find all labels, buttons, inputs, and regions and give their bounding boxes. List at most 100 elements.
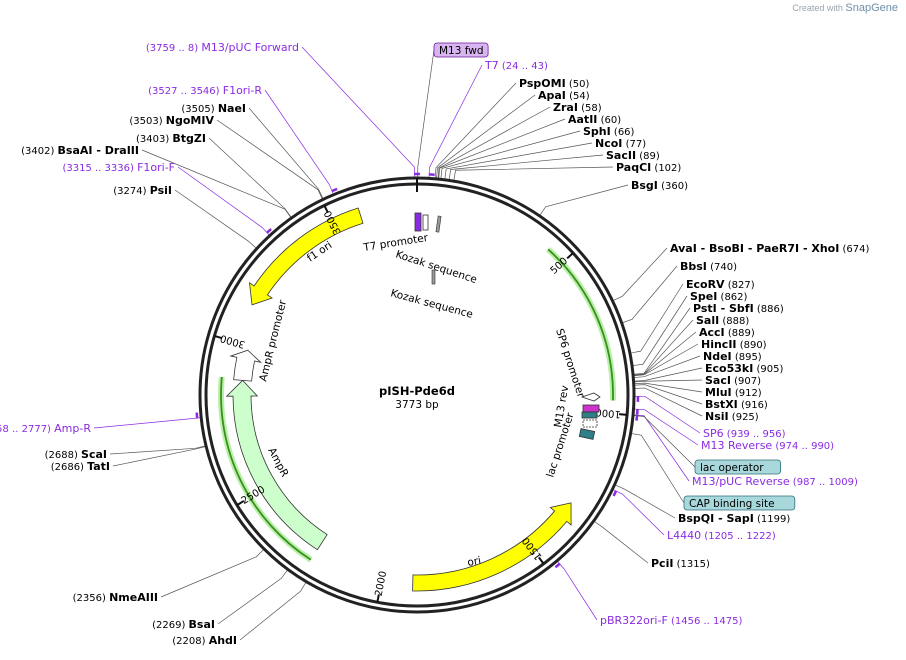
primer-name: SP6 xyxy=(703,427,724,440)
site-scai: (2688) ScaI xyxy=(45,448,107,461)
primer-mark-f1ori-r xyxy=(331,187,338,193)
site-name: SacI xyxy=(705,374,731,387)
site-aatii: AatII (60) xyxy=(568,113,621,126)
ori-label: ori xyxy=(466,555,482,569)
ampr-orf-arc xyxy=(220,376,312,561)
box-leader-m13-fwd xyxy=(417,49,435,178)
site-coord: (3403) xyxy=(136,134,172,145)
box-text: lac operator xyxy=(700,462,764,474)
site-ecorv: EcoRV (827) xyxy=(686,278,755,291)
kozak-sequence-label-2: Kozak sequence xyxy=(389,287,474,321)
leader-btgzi xyxy=(208,137,292,218)
site-acci: AccI (889) xyxy=(699,326,755,339)
site-name: - DraIII xyxy=(93,144,139,157)
credit: Created with SnapGene xyxy=(792,2,898,14)
primer-pbr322ori-f: pBR322ori-F (1456 .. 1475) xyxy=(600,614,742,627)
site-name: BstXI xyxy=(705,398,738,411)
primer-leader-sp6 xyxy=(634,396,701,434)
site-coord: (54) xyxy=(566,91,590,102)
site-coord: (2269) xyxy=(152,620,188,631)
leader-aatii xyxy=(438,118,566,179)
site-nmeaiii: (2356) NmeAIII xyxy=(73,591,158,604)
primer-name: T7 xyxy=(484,59,499,72)
site-coord: (89) xyxy=(636,151,660,162)
site-coord: (60) xyxy=(597,115,621,126)
primer-sp6: SP6 (939 .. 956) xyxy=(703,427,786,440)
site-pspomi: PspOMI (50) xyxy=(519,77,589,90)
primer-l4440: L4440 (1205 .. 1222) xyxy=(667,529,776,542)
snapgene-brand: SnapGene xyxy=(845,2,898,14)
t7-promoter-label: T7 promoter xyxy=(362,232,430,254)
features xyxy=(218,207,616,592)
leader-naei xyxy=(248,107,324,199)
leader-psti-sbfi xyxy=(633,307,691,375)
site-ahdi: (2208) AhdI xyxy=(172,634,237,647)
primer-m13-reverse: M13 Reverse (974 .. 990) xyxy=(701,439,834,452)
site-name: PspOMI xyxy=(519,77,566,90)
leader-nsii xyxy=(634,387,703,417)
site-name: BspQI xyxy=(678,512,714,525)
site-name: AvaI xyxy=(670,242,697,255)
site-coord: (3503) xyxy=(129,116,165,127)
site-name: - PaeR7I xyxy=(744,242,799,255)
leader-ndei xyxy=(634,355,701,378)
primer-name: M13/pUC Forward xyxy=(201,41,299,54)
leader-pcii xyxy=(594,521,649,564)
site-coord: (916) xyxy=(738,400,768,411)
site-coord: (2688) xyxy=(45,450,81,461)
primer-name: Amp-R xyxy=(54,422,91,435)
site-ncoi: NcoI (77) xyxy=(595,137,646,150)
site-name: NcoI xyxy=(595,137,622,150)
primer-coord: (3315 .. 3336) xyxy=(62,163,137,174)
primer-mark-amp-r xyxy=(195,412,199,419)
site-name: EcoRV xyxy=(686,278,725,291)
primer-coord: (3759 .. 8) xyxy=(146,43,202,54)
tick-mark-3500 xyxy=(323,204,329,214)
site-coord: (1315) xyxy=(673,559,710,570)
primer-f1ori-f: (3315 .. 3336) F1ori-F xyxy=(62,161,175,174)
t7-promoter-feature xyxy=(414,212,442,285)
leader-sphi xyxy=(440,130,581,179)
site-labels: PspOMI (50)ApaI (54)ZraI (58)AatII (60)S… xyxy=(0,41,869,647)
primer-name: pBR322ori-F xyxy=(600,614,668,627)
site-name: ApaI xyxy=(538,89,566,102)
site-name: AhdI xyxy=(209,634,237,647)
leader-bsgi xyxy=(539,184,629,216)
leader-spei xyxy=(632,295,688,366)
site-name: - BsoBI xyxy=(697,242,744,255)
leader-bsaai-draiii xyxy=(141,149,292,218)
site-coord: (886) xyxy=(754,304,784,315)
box-label-lac-operator: lac operator xyxy=(694,459,781,475)
primer-amp-r: (2758 .. 2777) Amp-R xyxy=(0,422,91,435)
primer-m13-puc-reverse: M13/pUC Reverse (987 .. 1009) xyxy=(692,475,858,488)
feature-ampr-promoter xyxy=(229,349,262,382)
leader-sacii xyxy=(448,154,604,180)
leader-nmeaiii xyxy=(160,549,264,598)
site-mlui: MluI (912) xyxy=(705,386,762,399)
leader-pspomi xyxy=(434,82,517,178)
leader-bbsi xyxy=(622,265,678,323)
site-coord: (740) xyxy=(707,262,737,273)
site-coord: (827) xyxy=(725,280,755,291)
sp6-transcript-arc xyxy=(547,248,614,401)
tick-mark-500 xyxy=(566,252,574,260)
primer-leader-l4440 xyxy=(613,489,665,536)
leader-ngomiv xyxy=(216,119,323,199)
site-eco53ki: Eco53kI (905) xyxy=(705,362,783,375)
site-name: NaeI xyxy=(218,102,246,115)
site-name: BbsI xyxy=(680,260,707,273)
site-bsai: (2269) BsaI xyxy=(152,618,215,631)
primer-leader-f1ori-r xyxy=(264,89,334,194)
site-apai: ApaI (54) xyxy=(538,89,590,102)
primer-name: M13 Reverse xyxy=(701,439,772,452)
primer-mark-l4440 xyxy=(612,490,618,497)
leader-mlui xyxy=(634,382,703,393)
site-ngomiv: (3503) NgoMIV xyxy=(129,114,214,127)
leader-ahdi xyxy=(239,582,307,641)
tick-mark-2500 xyxy=(236,500,245,506)
site-coord: (3505) xyxy=(181,104,217,115)
site-coord: (2356) xyxy=(73,593,109,604)
tick-label-1000: 1000 xyxy=(595,406,621,419)
site-name: - SapI xyxy=(714,512,754,525)
site-coord: (50) xyxy=(566,79,590,90)
